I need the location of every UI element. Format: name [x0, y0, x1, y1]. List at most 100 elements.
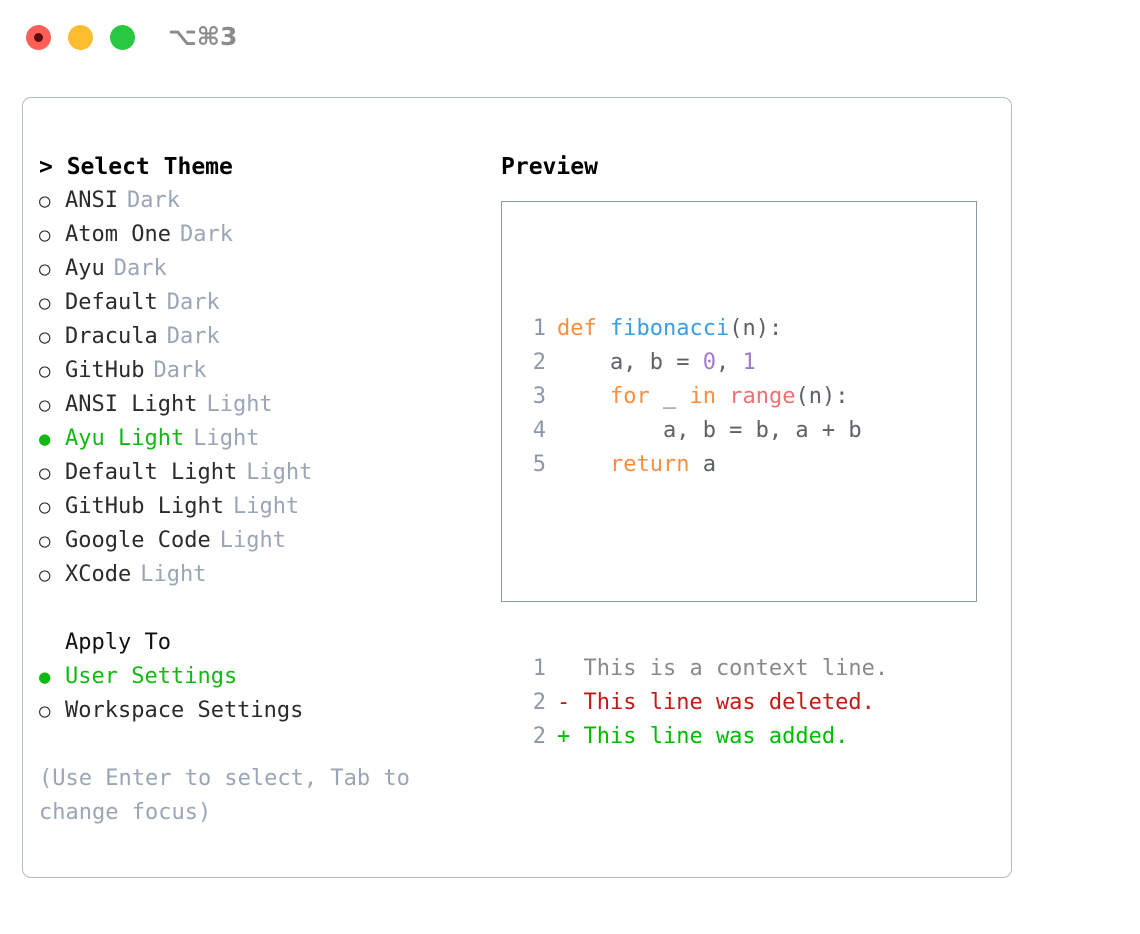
radio-selected-icon: ● — [39, 428, 51, 450]
theme-option-variant: Light — [219, 528, 286, 553]
diff-line-content: This is a context line. — [557, 656, 889, 681]
theme-option-variant: Dark — [126, 188, 180, 213]
theme-option-ayu[interactable]: ○ Ayu Dark — [39, 252, 489, 286]
code-line-number: 4 — [532, 418, 546, 443]
code-line-content: def fibonacci(n): — [557, 312, 782, 346]
diff-line-del: 2 - This line was deleted. — [518, 686, 888, 720]
diff-line-add: 2 + This line was added. — [518, 720, 888, 754]
diff-line-number: 2 — [532, 724, 546, 749]
code-line: 3 for _ in range(n): — [518, 380, 888, 414]
theme-option-variant: Light — [232, 494, 300, 519]
diff-line-number: 1 — [532, 656, 546, 681]
code-token-builtin: range — [729, 384, 796, 409]
diff-line-ctx: 1 This is a context line. — [518, 652, 888, 686]
code-token-plain — [597, 316, 610, 341]
theme-option-variant: Light — [140, 562, 207, 587]
radio-unselected-icon: ○ — [39, 700, 51, 722]
diff-line-number: 2 — [532, 690, 546, 715]
theme-option-label: Default — [65, 290, 158, 315]
theme-option-variant: Light — [193, 426, 260, 451]
minimize-window-button[interactable] — [68, 25, 93, 50]
radio-unselected-icon: ○ — [39, 292, 51, 314]
code-token-plain — [716, 384, 729, 409]
theme-option-label: Google Code — [65, 528, 211, 553]
code-token-plain: a, b = b, a + b — [557, 418, 862, 443]
apply-to-option-label: User Settings — [65, 664, 238, 689]
code-token-plain: , — [715, 350, 743, 375]
diff-line-content: + This line was added. — [557, 724, 849, 749]
radio-unselected-icon: ○ — [39, 326, 51, 348]
code-token-kw: return — [609, 452, 690, 477]
close-window-button[interactable] — [26, 25, 51, 50]
theme-option-label: Ayu Light — [65, 426, 185, 451]
radio-unselected-icon: ○ — [39, 258, 51, 280]
code-line: 4 a, b = b, a + b — [518, 414, 888, 448]
code-line-content: a, b = 0, 1 — [557, 346, 756, 380]
hint-spacer — [39, 728, 489, 762]
keyboard-hint-text: (Use Enter to select, Tab to change focu… — [39, 766, 410, 825]
theme-option-variant: Dark — [113, 256, 167, 281]
theme-option-ansi-light[interactable]: ○ ANSI Light Light — [39, 388, 489, 422]
theme-option-github-light[interactable]: ○ GitHub Light Light — [39, 490, 489, 524]
code-token-plain: (n): — [729, 316, 783, 341]
code-line-content: for _ in range(n): — [557, 380, 848, 414]
theme-option-xcode[interactable]: ○ XCode Light — [39, 558, 489, 592]
code-token-kw: def — [557, 316, 597, 341]
close-dot-inner-icon — [34, 33, 43, 42]
code-token-fn: fibonacci — [610, 316, 730, 341]
theme-option-label: ANSI — [65, 188, 118, 213]
code-token-num: 1 — [742, 350, 756, 375]
code-line-number: 1 — [532, 316, 546, 341]
theme-option-label: Ayu — [65, 256, 105, 281]
apply-to-option-label: Workspace Settings — [65, 698, 304, 723]
traffic-lights — [26, 25, 135, 50]
code-token-plain: a — [689, 452, 716, 477]
radio-unselected-icon: ○ — [39, 530, 51, 552]
code-token-plain: a, b = — [557, 350, 703, 375]
theme-option-label: XCode — [65, 562, 132, 587]
code-token-num: 0 — [702, 350, 716, 375]
radio-selected-icon: ● — [39, 666, 51, 688]
theme-option-label: GitHub — [65, 358, 145, 383]
radio-unselected-icon: ○ — [39, 496, 51, 518]
theme-option-label: ANSI Light — [65, 392, 198, 417]
code-line-content: a, b = b, a + b — [557, 414, 862, 448]
apply-to-option-workspace-settings[interactable]: ○ Workspace Settings — [39, 694, 489, 728]
title-bar: ⌥⌘3 — [0, 0, 1140, 78]
maximize-window-button[interactable] — [110, 25, 135, 50]
code-token-plain — [557, 452, 610, 477]
code-token-plain — [557, 384, 610, 409]
code-line-number: 5 — [532, 452, 546, 477]
code-line-number: 3 — [532, 384, 546, 409]
code-line-number: 2 — [532, 350, 546, 375]
theme-option-variant: Light — [206, 392, 273, 417]
theme-option-google-code[interactable]: ○ Google Code Light — [39, 524, 489, 558]
apply-to-header: Apply To — [65, 630, 171, 655]
radio-unselected-icon: ○ — [39, 462, 51, 484]
radio-unselected-icon: ○ — [39, 564, 51, 586]
apply-to-option-user-settings[interactable]: ● User Settings — [39, 660, 489, 694]
radio-unselected-icon: ○ — [39, 394, 51, 416]
theme-option-variant: Dark — [166, 324, 220, 349]
diff-line-content: - This line was deleted. — [557, 690, 875, 715]
theme-option-label: GitHub Light — [65, 494, 224, 519]
code-line: 1 def fibonacci(n): — [518, 312, 888, 346]
preview-title: Preview — [501, 154, 598, 180]
code-token-plain: _ — [649, 384, 690, 409]
code-line: 5 return a — [518, 448, 888, 482]
theme-option-ayu-light[interactable]: ● Ayu Light Light — [39, 422, 489, 456]
